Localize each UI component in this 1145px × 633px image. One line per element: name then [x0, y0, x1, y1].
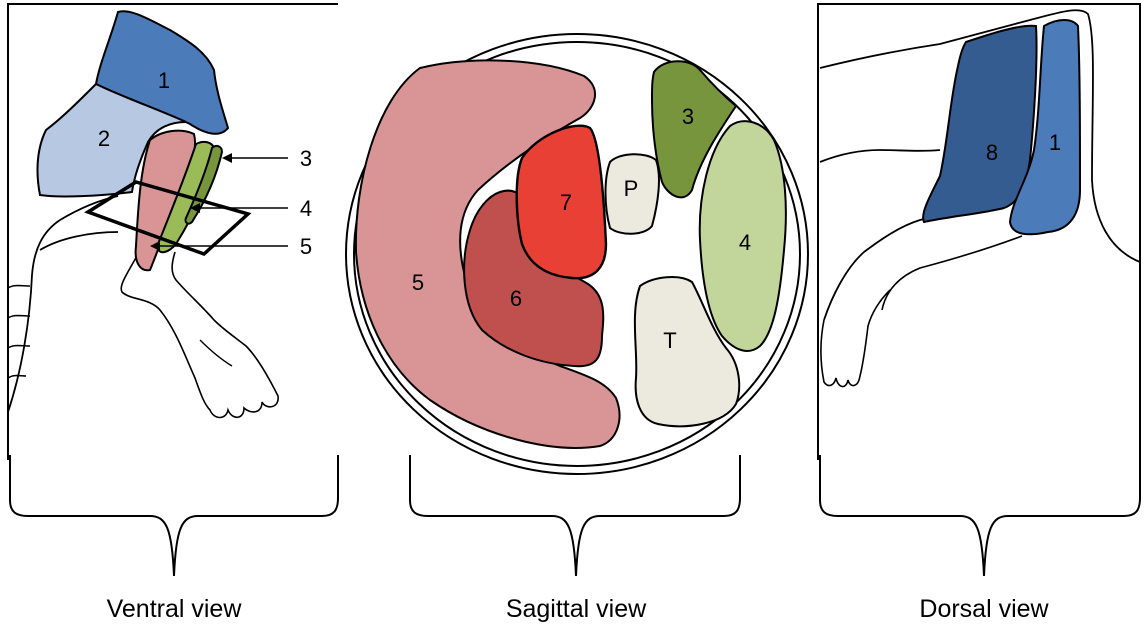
ventral-label-3: 3 [300, 146, 312, 171]
sagittal-label-5: 5 [412, 270, 424, 295]
dorsal-label-1: 1 [1049, 130, 1061, 155]
dorsal-view-panel: 8 1 Dorsal view [818, 4, 1140, 623]
ventral-brace [10, 455, 338, 576]
sagittal-label-4: 4 [739, 230, 751, 255]
sagittal-label-3: 3 [682, 104, 694, 129]
ventral-label-4: 4 [300, 196, 312, 221]
sagittal-label-6: 6 [510, 286, 522, 311]
dorsal-label-8: 8 [986, 140, 998, 165]
ventral-view-panel: 1 2 3 4 5 Ventral view [8, 4, 338, 623]
ventral-view-caption: Ventral view [107, 595, 243, 623]
dorsal-paw [821, 236, 1022, 387]
sagittal-label-7: 7 [560, 190, 572, 215]
ventral-forelimb-crease [200, 340, 232, 366]
pointer-arrow-3 [222, 153, 232, 163]
sagittal-view-caption: Sagittal view [506, 595, 647, 623]
sagittal-label-p: P [624, 176, 639, 201]
dorsal-brace [820, 455, 1140, 576]
ventral-label-1: 1 [158, 68, 170, 93]
dorsal-view-caption: Dorsal view [919, 595, 1049, 623]
ventral-label-5: 5 [300, 234, 312, 259]
ventral-label-2: 2 [98, 126, 110, 151]
ventral-forelimb [121, 250, 278, 418]
sagittal-label-t: T [663, 328, 676, 353]
sagittal-view-panel: 5 6 7 P 3 4 T Sagittal view [346, 34, 808, 623]
ventral-body-outline [8, 196, 118, 412]
